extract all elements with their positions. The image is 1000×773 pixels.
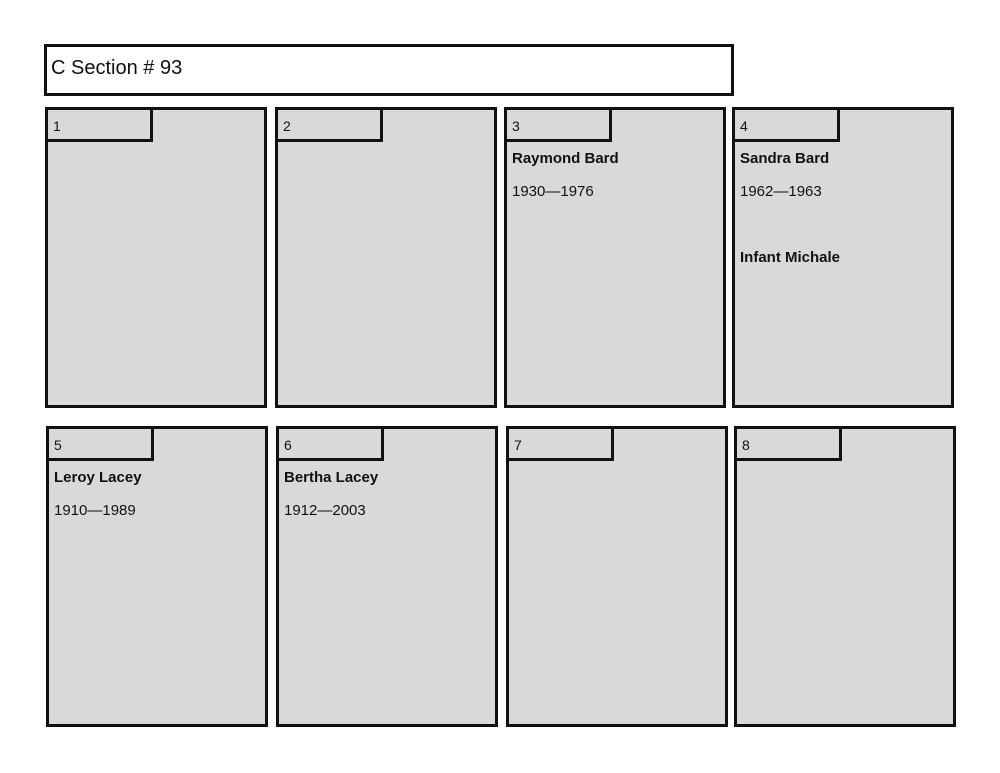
plot-2: 2 [275,107,497,408]
plot-number: 6 [284,437,292,453]
interred-name: Bertha Lacey [284,469,379,486]
plot-number-tab: 8 [737,429,842,461]
plot-number: 7 [514,437,522,453]
interred-name: Raymond Bard [512,150,619,167]
interred-name: Sandra Bard [740,150,830,167]
plot-number: 8 [742,437,750,453]
plot-number-tab: 5 [49,429,154,461]
section-title: C Section # 93 [51,57,183,79]
interred-name: Leroy Lacey [54,469,142,486]
plot-number: 3 [512,118,520,134]
plot-1: 1 [45,107,267,408]
plot-number-tab: 3 [507,110,612,142]
plot-7: 7 [506,426,728,727]
plot-3: 3 Raymond Bard 1930—1976 [504,107,726,408]
plot-5: 5 Leroy Lacey 1910—1989 [46,426,268,727]
plot-number-tab: 4 [735,110,840,142]
plot-number-tab: 6 [279,429,384,461]
interred-dates: 1930—1976 [512,183,594,200]
plot-number: 4 [740,118,748,134]
interred-dates: 1910—1989 [54,502,136,519]
interred-extra-name: Infant Michale [740,249,841,266]
plot-number-tab: 1 [48,110,153,142]
plot-number: 2 [283,118,291,134]
interred-dates: 1912—2003 [284,502,366,519]
interred-dates: 1962—1963 [740,183,822,200]
plot-number: 1 [53,118,61,134]
plot-number-tab: 2 [278,110,383,142]
plot-number: 5 [54,437,62,453]
plot-number-tab: 7 [509,429,614,461]
section-title-box: C Section # 93 [44,44,734,96]
plot-6: 6 Bertha Lacey 1912—2003 [276,426,498,727]
plot-8: 8 [734,426,956,727]
